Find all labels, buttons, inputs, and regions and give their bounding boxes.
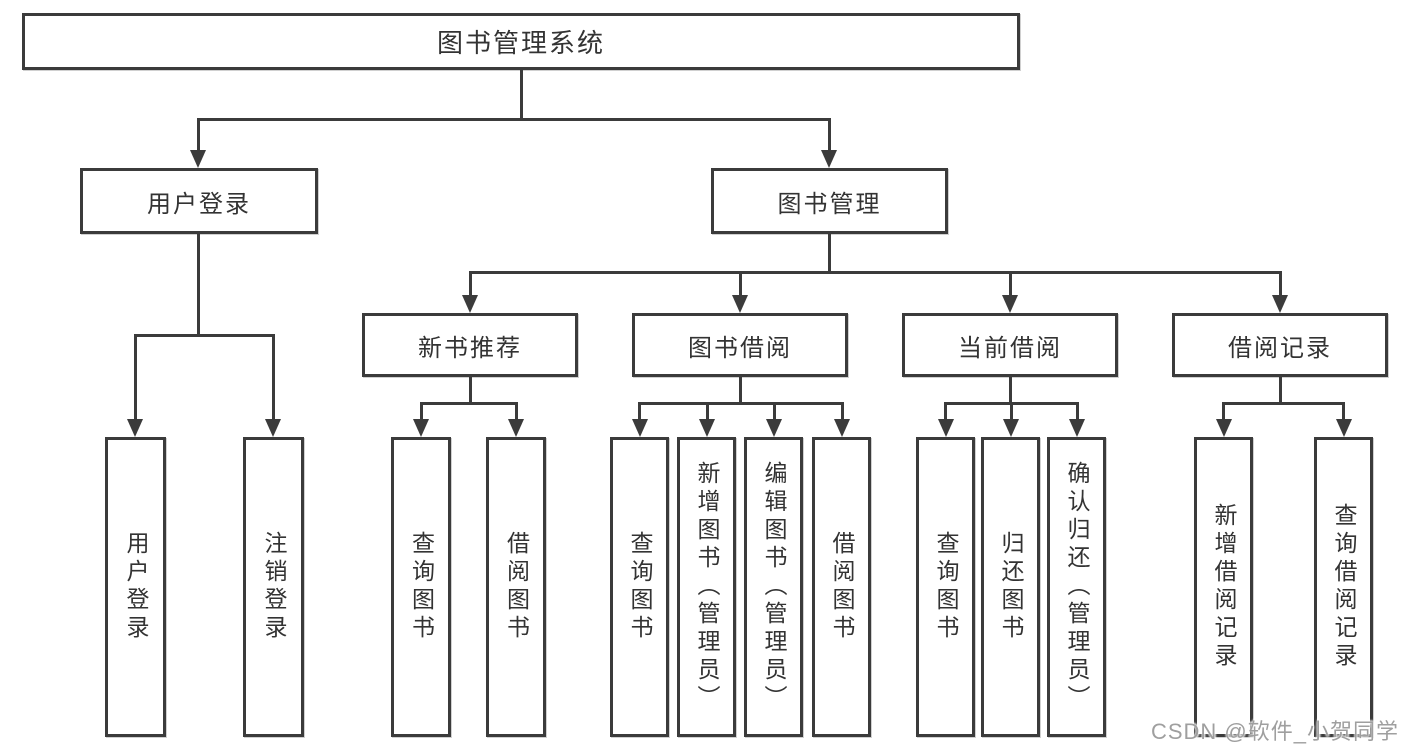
connector-line	[1279, 375, 1282, 404]
connector-line	[1222, 402, 1225, 422]
node-borrowing-records: 借阅记录	[1172, 313, 1388, 377]
connector-line	[272, 334, 275, 422]
connector-line	[1009, 375, 1012, 404]
arrow-down-icon	[938, 419, 954, 437]
connector-line	[841, 402, 844, 422]
arrow-down-icon	[699, 419, 715, 437]
leaf-query-books-current: 查询图书	[916, 437, 975, 737]
node-user-login: 用户登录	[80, 168, 318, 234]
connector-line	[706, 402, 709, 422]
arrow-down-icon	[834, 419, 850, 437]
arrow-down-icon	[1002, 295, 1018, 313]
connector-line	[469, 271, 472, 297]
arrow-down-icon	[1216, 419, 1232, 437]
connector-line	[420, 402, 517, 405]
arrow-down-icon	[1003, 419, 1019, 437]
watermark: CSDN @软件_小贺同学	[1150, 719, 1399, 744]
arrow-down-icon	[1272, 295, 1288, 313]
connector-line	[773, 402, 776, 422]
connector-line	[1009, 271, 1012, 297]
connector-line	[197, 118, 831, 121]
connector-line	[197, 234, 200, 336]
leaf-query-books-borrowing: 查询图书	[610, 437, 669, 737]
connector-line	[134, 334, 137, 422]
leaf-borrow-books-recommend: 借阅图书	[486, 437, 546, 737]
leaf-query-borrow-record: 查询借阅记录	[1314, 437, 1373, 737]
connector-line	[828, 234, 831, 274]
connector-line	[828, 118, 831, 152]
arrow-down-icon	[1069, 419, 1085, 437]
leaf-user-login: 用户登录	[105, 437, 166, 737]
connector-line	[134, 334, 275, 337]
connector-line	[1222, 402, 1345, 405]
arrow-down-icon	[821, 150, 837, 168]
connector-line	[739, 271, 742, 297]
connector-line	[638, 402, 641, 422]
connector-line	[1076, 402, 1079, 422]
arrow-down-icon	[265, 419, 281, 437]
connector-line	[420, 402, 423, 422]
leaf-add-borrow-record: 新增借阅记录	[1194, 437, 1253, 737]
connector-line	[520, 68, 523, 120]
arrow-down-icon	[508, 419, 524, 437]
arrow-down-icon	[1336, 419, 1352, 437]
connector-line	[944, 402, 947, 422]
connector-line	[515, 402, 518, 422]
leaf-logout: 注销登录	[243, 437, 304, 737]
node-current-borrowing: 当前借阅	[902, 313, 1118, 377]
connector-line	[638, 402, 843, 405]
node-book-borrowing: 图书借阅	[632, 313, 848, 377]
connector-line	[1342, 402, 1345, 422]
connector-line	[469, 271, 1281, 274]
connector-line	[1010, 402, 1013, 422]
arrow-down-icon	[632, 419, 648, 437]
leaf-borrow-books-borrowing: 借阅图书	[812, 437, 871, 737]
connector-line	[469, 375, 472, 404]
arrow-down-icon	[413, 419, 429, 437]
node-library-system: 图书管理系统	[22, 13, 1020, 70]
arrow-down-icon	[766, 419, 782, 437]
arrow-down-icon	[732, 295, 748, 313]
arrow-down-icon	[190, 150, 206, 168]
node-new-book-recommend: 新书推荐	[362, 313, 578, 377]
connector-line	[739, 375, 742, 404]
leaf-edit-book-admin: 编辑图书（管理员）	[744, 437, 803, 737]
node-book-management: 图书管理	[711, 168, 948, 234]
arrow-down-icon	[127, 419, 143, 437]
leaf-query-books-recommend: 查询图书	[391, 437, 451, 737]
leaf-return-book: 归还图书	[981, 437, 1040, 737]
connector-line	[1279, 271, 1282, 297]
arrow-down-icon	[462, 295, 478, 313]
leaf-confirm-return-admin: 确认归还（管理员）	[1047, 437, 1106, 737]
leaf-add-book-admin: 新增图书（管理员）	[677, 437, 736, 737]
connector-line	[197, 118, 200, 152]
